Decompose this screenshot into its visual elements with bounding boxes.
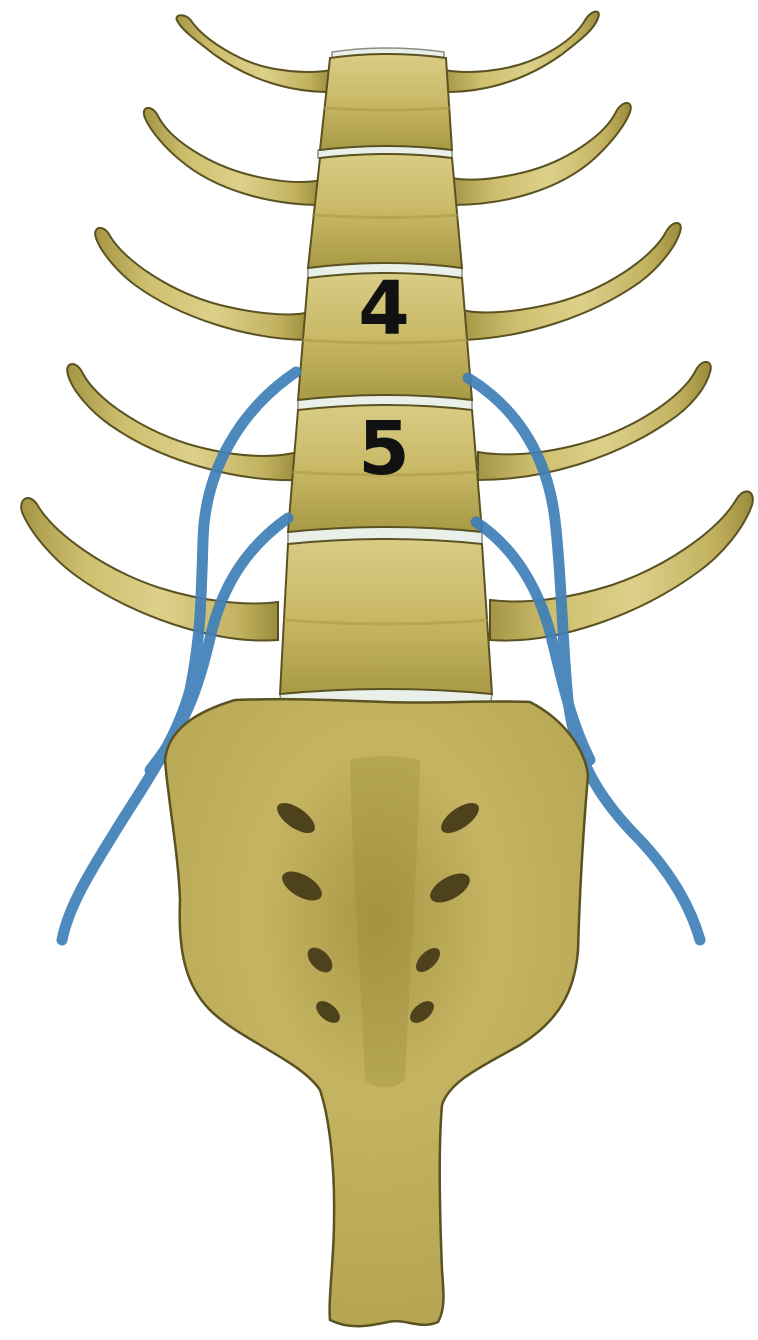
transverse-process-l3-right (462, 223, 681, 340)
vertebra-body-l2 (308, 154, 462, 268)
vertebra-body-l5 (280, 539, 492, 694)
label-vertebra-4: 4 (358, 266, 410, 352)
transverse-process-l1-left (177, 15, 332, 92)
transverse-process-l2-left (144, 108, 322, 205)
label-vertebra-5: 5 (358, 406, 410, 492)
transverse-process-l3-left (95, 228, 310, 340)
transverse-process-l2-right (452, 103, 631, 205)
transverse-process-l1-right (444, 12, 599, 92)
vertebra-body-l1 (320, 54, 452, 150)
sacrum (165, 699, 588, 1326)
transverse-process-l4-left (67, 364, 298, 480)
transverse-process-l5-right (490, 491, 753, 640)
